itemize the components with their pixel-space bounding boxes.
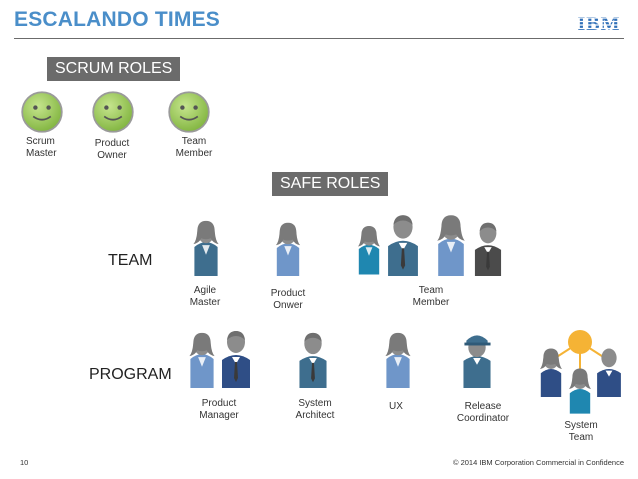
svg-text:IBM: IBM	[578, 13, 621, 35]
smiley-icon	[91, 90, 135, 134]
team-role-label: Team Member	[412, 285, 450, 308]
team-role-label: Agile Master	[189, 285, 221, 308]
smiley-icon	[20, 90, 64, 134]
program-role-label: System Architect	[295, 398, 335, 421]
system-architect-person-icon	[293, 330, 333, 388]
scrum-role-label: Product Owner	[94, 138, 130, 161]
page-title: ESCALANDO TIMES	[14, 8, 221, 31]
program-role-label: Product Manager	[199, 398, 239, 421]
program-role-label: UX	[389, 401, 403, 412]
ux-person-icon	[378, 330, 418, 388]
product-owner-person-icon	[268, 220, 308, 276]
page-number: 10	[20, 458, 29, 467]
program-row-label: PROGRAM	[89, 366, 172, 383]
scrum-role-label: Scrum Master	[26, 136, 57, 159]
agile-master-person-icon	[186, 218, 226, 276]
title-rule	[14, 38, 624, 39]
scrum-roles-band: SCRUM ROLES	[47, 57, 181, 81]
team-role-label: Product Onwer	[270, 288, 306, 311]
program-role-label: System Team	[564, 420, 598, 443]
ibm-logo: IBM	[575, 13, 623, 35]
team-member-person-icon	[380, 212, 426, 276]
safe-roles-band: SAFE ROLES	[272, 172, 389, 196]
system-team-network-icon	[539, 330, 621, 414]
scrum-role-label: Team Member	[175, 136, 213, 159]
team-row-label: TEAM	[108, 252, 153, 269]
team-member-person-icon	[428, 212, 474, 276]
team-member-person-icon	[468, 220, 508, 276]
release-coordinator-person-icon	[463, 335, 491, 388]
program-role-label: Release Coordinator	[456, 401, 510, 424]
smiley-icon	[167, 90, 211, 134]
copyright-notice: © 2014 IBM Corporation Commercial in Con…	[452, 458, 624, 467]
product-manager-person-icon	[215, 328, 257, 388]
